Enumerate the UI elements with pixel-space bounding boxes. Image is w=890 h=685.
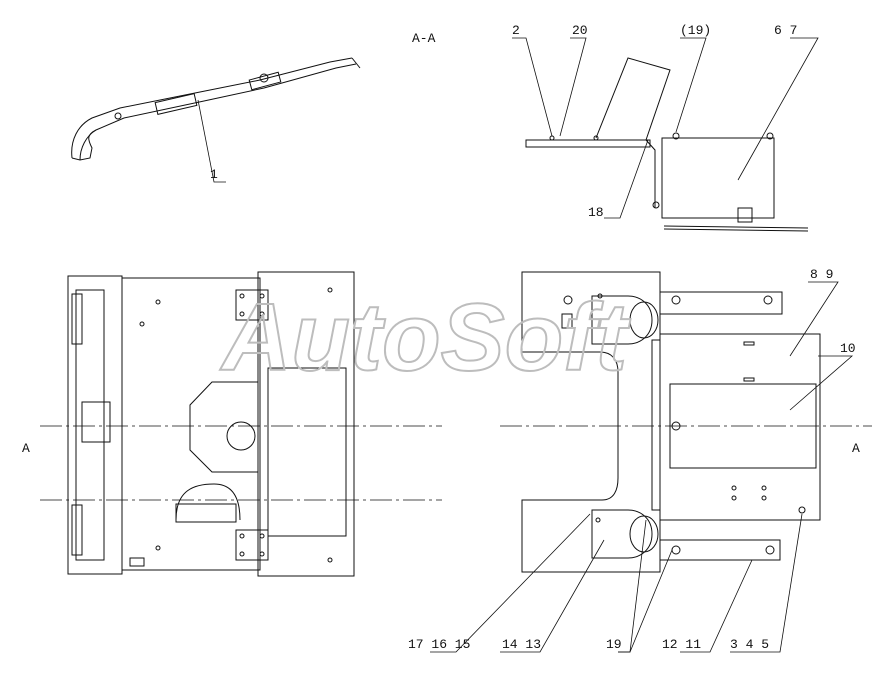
callout-19: 19	[606, 637, 622, 652]
part-1-side-view	[71, 57, 361, 161]
section-a-a-view	[525, 57, 809, 232]
section-label: A-A	[412, 31, 436, 46]
callout-3-4-5: 3 4 5	[730, 637, 769, 652]
callout-14-13: 14 13	[502, 637, 541, 652]
callout-12-11: 12 11	[662, 637, 701, 652]
callout-6-7: 6 7	[774, 23, 797, 38]
callout-17-16-15: 17 16 15	[408, 637, 470, 652]
callout-19-paren: (19)	[680, 23, 711, 38]
callout-2: 2	[512, 23, 520, 38]
section-mark-left: A	[22, 441, 30, 456]
leader-lines	[197, 37, 854, 653]
callout-1: 1	[210, 167, 218, 182]
section-mark-right: A	[852, 441, 860, 456]
top-view-left	[67, 271, 355, 577]
callout-20: 20	[572, 23, 588, 38]
watermark: AutoSoft	[220, 284, 631, 391]
callout-8-9: 8 9	[810, 267, 833, 282]
callout-18: 18	[588, 205, 604, 220]
centre-lines	[40, 425, 872, 501]
callout-10: 10	[840, 341, 856, 356]
